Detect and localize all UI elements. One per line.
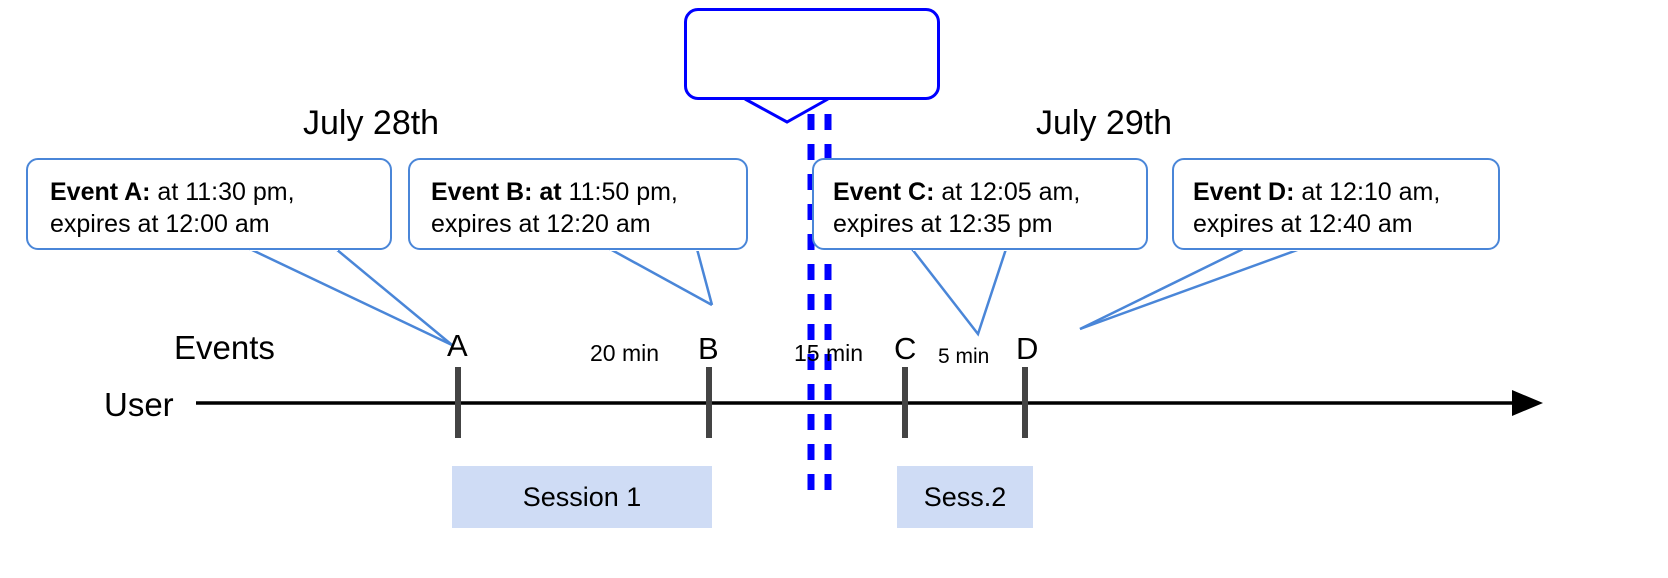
user-row-label: User xyxy=(104,386,174,423)
tick-label-a: A xyxy=(447,328,468,363)
midnight-callout-box xyxy=(684,8,940,100)
date-label-right: July 29th xyxy=(1036,104,1173,142)
session-bar-2: Sess.2 xyxy=(897,466,1033,528)
event-callout-line2-b: expires at 12:20 am xyxy=(431,210,651,238)
event-callout-line1-b: Event B: at 11:50 pm, xyxy=(431,176,678,208)
event-callout-rest-b: 11:50 pm, xyxy=(561,178,678,206)
event-callout-box-a xyxy=(26,158,392,250)
event-callout-line2-c: expires at 12:35 pm xyxy=(833,210,1053,238)
event-callout-line2-a: expires at 12:00 am xyxy=(50,210,270,238)
event-callout-text-d: Event D: at 12:10 am, expires at 12:40 a… xyxy=(1193,176,1440,240)
callout-tail-d xyxy=(1079,245,1303,331)
session-bar-1: Session 1 xyxy=(452,466,712,528)
event-callout-rest-a: at 11:30 pm, xyxy=(150,178,295,206)
date-label-left: July 28th xyxy=(303,104,440,142)
event-callout-line1-a: Event A: at 11:30 pm, xyxy=(50,176,295,208)
events-row-label: Events xyxy=(174,329,275,366)
event-callout-box-c xyxy=(812,158,1148,250)
event-callout-text-a: Event A: at 11:30 pm, expires at 12:00 a… xyxy=(50,176,295,240)
timeline-axis xyxy=(196,390,1543,416)
event-callout-bold-c: Event C: xyxy=(833,178,935,206)
event-callout-bold-a: Event A: xyxy=(50,178,151,206)
event-callout-text-b: Event B: at 11:50 pm, expires at 12:20 a… xyxy=(431,176,678,240)
event-callout-line2-d: expires at 12:40 am xyxy=(1193,210,1413,238)
callout-tail-c xyxy=(911,245,1008,337)
interval-label-ab: 20 min xyxy=(590,340,660,366)
session-bar-2-label: Sess.2 xyxy=(923,481,1007,512)
tick-label-c: C xyxy=(894,331,917,366)
callout-tail-b xyxy=(609,245,714,307)
tick-label-b: B xyxy=(698,331,719,366)
event-callout-line1-c: Event C: at 12:05 am, xyxy=(833,176,1080,208)
event-callout-rest-d: at 12:10 am, xyxy=(1294,178,1441,206)
event-callout-text-c: Event C: at 12:05 am, expires at 12:35 p… xyxy=(833,176,1080,240)
event-callout-box-d xyxy=(1172,158,1500,250)
event-callout-box-b xyxy=(408,158,748,250)
session-bar-1-label: Session 1 xyxy=(522,481,642,512)
interval-label-cd: 5 min xyxy=(938,345,990,368)
tick-label-d: D xyxy=(1016,331,1039,366)
event-callout-bold-d: Event D: xyxy=(1193,178,1295,206)
event-callout-bold-b: Event B: at xyxy=(431,178,562,206)
axis-tick-marks xyxy=(455,367,1028,438)
event-callout-rest-c: at 12:05 am, xyxy=(934,178,1081,206)
callout-tail-a xyxy=(249,245,453,347)
event-callout-line1-d: Event D: at 12:10 am, xyxy=(1193,176,1440,208)
interval-label-bc: 15 min xyxy=(794,340,864,366)
